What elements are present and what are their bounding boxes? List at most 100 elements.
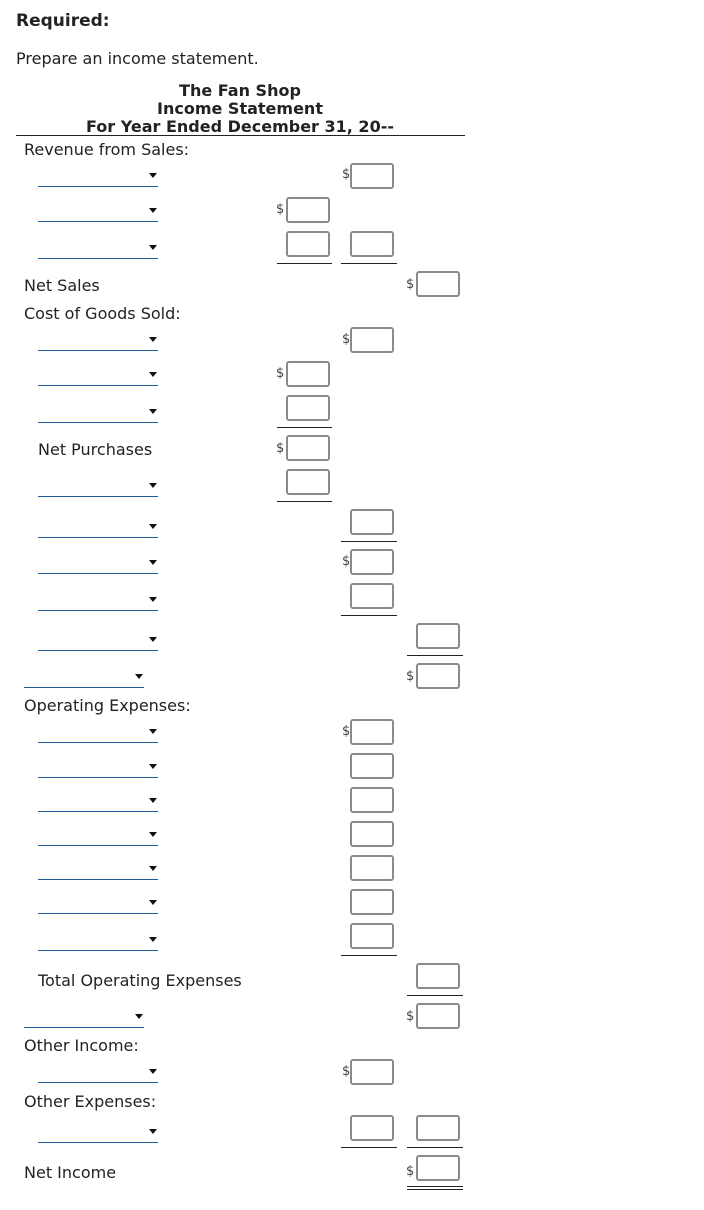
subtotal-rule (277, 263, 332, 264)
opex-account-select-7[interactable] (38, 929, 158, 951)
header-rule (16, 135, 465, 136)
opex-amount-6-input[interactable] (350, 889, 394, 915)
dollar-sign: $ (406, 277, 415, 292)
opex-account-select-6[interactable] (38, 892, 158, 914)
net-purchases-label: Net Purchases (38, 440, 153, 459)
subtotal-rule (341, 541, 397, 542)
opex-account-select-1[interactable] (38, 721, 158, 743)
dollar-sign: $ (342, 724, 351, 739)
other-income-label: Other Income: (24, 1036, 139, 1055)
opex-amount-4-input[interactable] (350, 821, 394, 847)
chevron-down-icon (149, 173, 157, 178)
revenue-account-select-1[interactable] (38, 165, 158, 187)
opex-account-select-2[interactable] (38, 756, 158, 778)
cogs-account-select-8[interactable] (38, 629, 158, 651)
subtotal-rule (341, 955, 397, 956)
cogs-amount-3-input[interactable] (286, 395, 330, 421)
cogs-amount-7-input[interactable] (350, 583, 394, 609)
company-name: The Fan Shop (179, 81, 301, 100)
cogs-label: Cost of Goods Sold: (24, 304, 181, 323)
chevron-down-icon (149, 597, 157, 602)
subtotal-rule (407, 1147, 463, 1148)
chevron-down-icon (149, 245, 157, 250)
other-income-select[interactable] (38, 1061, 158, 1083)
dollar-sign: $ (342, 1064, 351, 1079)
net-income-input[interactable] (416, 1155, 460, 1181)
dollar-sign: $ (406, 1009, 415, 1024)
operating-income-select[interactable] (24, 1006, 144, 1028)
opex-account-select-4[interactable] (38, 824, 158, 846)
subtotal-rule (277, 427, 332, 428)
chevron-down-icon (149, 560, 157, 565)
chevron-down-icon (135, 1014, 143, 1019)
opex-amount-7-input[interactable] (350, 923, 394, 949)
net-purchases-input[interactable] (286, 435, 330, 461)
opex-amount-5-input[interactable] (350, 855, 394, 881)
double-rule (407, 1186, 463, 1187)
total-operating-expenses-label: Total Operating Expenses (38, 971, 242, 990)
cogs-amount-1-input[interactable] (350, 327, 394, 353)
cogs-account-select-7[interactable] (38, 589, 158, 611)
chevron-down-icon (149, 372, 157, 377)
cogs-account-select-5[interactable] (38, 516, 158, 538)
other-expenses-input[interactable] (350, 1115, 394, 1141)
revenue-amount-1-input[interactable] (350, 163, 394, 189)
chevron-down-icon (149, 208, 157, 213)
dollar-sign: $ (406, 1164, 415, 1179)
gross-profit-input[interactable] (416, 663, 460, 689)
opex-amount-2-input[interactable] (350, 753, 394, 779)
revenue-account-select-3[interactable] (38, 237, 158, 259)
net-other-input[interactable] (416, 1115, 460, 1141)
statement-period: For Year Ended December 31, 20-- (86, 117, 394, 136)
chevron-down-icon (149, 483, 157, 488)
operating-income-input[interactable] (416, 1003, 460, 1029)
chevron-down-icon (149, 937, 157, 942)
dollar-sign: $ (342, 332, 351, 347)
subtotal-rule (341, 263, 397, 264)
chevron-down-icon (149, 866, 157, 871)
cogs-amount-5-input[interactable] (350, 509, 394, 535)
chevron-down-icon (149, 524, 157, 529)
net-sales-label: Net Sales (24, 276, 100, 295)
opex-amount-3-input[interactable] (350, 787, 394, 813)
operating-expenses-label: Operating Expenses: (24, 696, 191, 715)
cogs-account-select-4[interactable] (38, 475, 158, 497)
net-sales-input[interactable] (416, 271, 460, 297)
subtotal-rule (341, 1147, 397, 1148)
opex-amount-1-input[interactable] (350, 719, 394, 745)
statement-title: Income Statement (157, 99, 323, 118)
cogs-account-select-3[interactable] (38, 401, 158, 423)
other-expenses-label: Other Expenses: (24, 1092, 157, 1111)
chevron-down-icon (149, 764, 157, 769)
chevron-down-icon (149, 337, 157, 342)
other-income-input[interactable] (350, 1059, 394, 1085)
cogs-amount-2-input[interactable] (286, 361, 330, 387)
revenue-amount-4-input[interactable] (350, 231, 394, 257)
subtotal-rule (407, 995, 463, 996)
revenue-account-select-2[interactable] (38, 200, 158, 222)
subtotal-rule (407, 655, 463, 656)
chevron-down-icon (149, 729, 157, 734)
cogs-account-select-2[interactable] (38, 364, 158, 386)
dollar-sign: $ (342, 167, 351, 182)
other-expenses-select[interactable] (38, 1121, 158, 1143)
chevron-down-icon (135, 674, 143, 679)
revenue-amount-3-input[interactable] (286, 231, 330, 257)
cogs-account-select-6[interactable] (38, 552, 158, 574)
total-operating-expenses-input[interactable] (416, 963, 460, 989)
cogs-amount-4-input[interactable] (286, 469, 330, 495)
gross-profit-select[interactable] (24, 666, 144, 688)
cogs-total-input[interactable] (416, 623, 460, 649)
cogs-account-select-1[interactable] (38, 329, 158, 351)
chevron-down-icon (149, 1069, 157, 1074)
dollar-sign: $ (406, 669, 415, 684)
dollar-sign: $ (276, 366, 285, 381)
subtotal-rule (341, 615, 397, 616)
dollar-sign: $ (276, 202, 285, 217)
revenue-amount-2-input[interactable] (286, 197, 330, 223)
net-income-label: Net Income (24, 1163, 117, 1182)
opex-account-select-3[interactable] (38, 790, 158, 812)
opex-account-select-5[interactable] (38, 858, 158, 880)
dollar-sign: $ (342, 554, 351, 569)
cogs-amount-6-input[interactable] (350, 549, 394, 575)
